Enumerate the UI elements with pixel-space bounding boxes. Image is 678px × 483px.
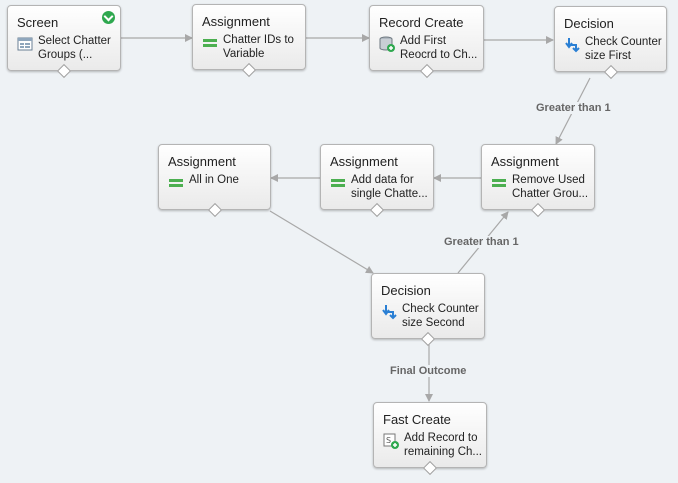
node-description: Check Counter size Second: [402, 303, 479, 329]
node-description: Select Chatter Groups (...: [38, 35, 111, 61]
assignment-icon: [331, 179, 345, 187]
assignment-node-add-data[interactable]: Assignment Add data for single Chatte...: [320, 144, 434, 218]
connector-port[interactable]: [369, 202, 385, 218]
edge-label-greater-than-second: Greater than 1: [443, 236, 520, 248]
connector-port[interactable]: [422, 460, 438, 476]
assignment-node-chatter-ids[interactable]: Assignment Chatter IDs to Variable: [192, 4, 306, 78]
screen-node[interactable]: Screen Select Chatter Groups (...: [7, 5, 121, 79]
connector-port[interactable]: [56, 63, 72, 79]
node-description: Add Record to remaining Ch...: [404, 432, 482, 458]
record-create-icon: [379, 36, 395, 52]
edge-label-greater-than-first: Greater than 1: [535, 102, 612, 114]
connector-port[interactable]: [603, 64, 618, 80]
node-type-label: Decision: [564, 16, 614, 31]
node-type-label: Assignment: [168, 154, 236, 169]
assignment-icon: [203, 39, 217, 47]
node-description: All in One: [189, 174, 239, 186]
assignment-node-remove-used[interactable]: Assignment Remove Used Chatter Grou...: [481, 144, 595, 218]
connector-port[interactable]: [241, 62, 257, 78]
node-description: Check Counter size First: [585, 36, 662, 62]
node-description: Chatter IDs to Variable: [223, 34, 294, 60]
decision-icon: [565, 38, 580, 53]
connector-port[interactable]: [419, 63, 434, 79]
node-type-label: Assignment: [491, 154, 559, 169]
node-type-label: Screen: [17, 15, 59, 30]
assignment-icon: [492, 179, 506, 187]
decision-node-second[interactable]: Decision Check Counter size Second: [371, 273, 485, 347]
edge-label-final-outcome: Final Outcome: [389, 365, 468, 377]
svg-text:S: S: [386, 436, 391, 445]
node-type-label: Decision: [381, 283, 431, 298]
decision-node-first[interactable]: Decision Check Counter size First: [554, 6, 667, 80]
connector-port[interactable]: [530, 202, 546, 218]
connector-port[interactable]: [420, 331, 436, 347]
connector-port[interactable]: [207, 202, 222, 218]
start-marker-icon: [102, 11, 115, 24]
screen-icon: [17, 37, 33, 51]
node-description: Add data for single Chatte...: [351, 174, 428, 200]
fast-create-icon: S: [383, 433, 399, 449]
assignment-node-all-in-one[interactable]: Assignment All in One: [158, 144, 271, 218]
assignment-icon: [169, 179, 183, 187]
node-description: Add First Reocrd to Ch...: [400, 35, 478, 61]
fast-create-node[interactable]: Fast Create S Add Record to remaining Ch…: [373, 402, 487, 476]
record-create-node[interactable]: Record Create Add First Reocrd to Ch...: [369, 5, 484, 79]
node-type-label: Fast Create: [383, 412, 451, 427]
node-type-label: Assignment: [202, 14, 270, 29]
node-description: Remove Used Chatter Grou...: [512, 174, 589, 200]
node-type-label: Record Create: [379, 15, 464, 30]
connector-all-in-one-to-decision-second[interactable]: [269, 210, 374, 274]
node-type-label: Assignment: [330, 154, 398, 169]
decision-icon: [382, 305, 397, 320]
